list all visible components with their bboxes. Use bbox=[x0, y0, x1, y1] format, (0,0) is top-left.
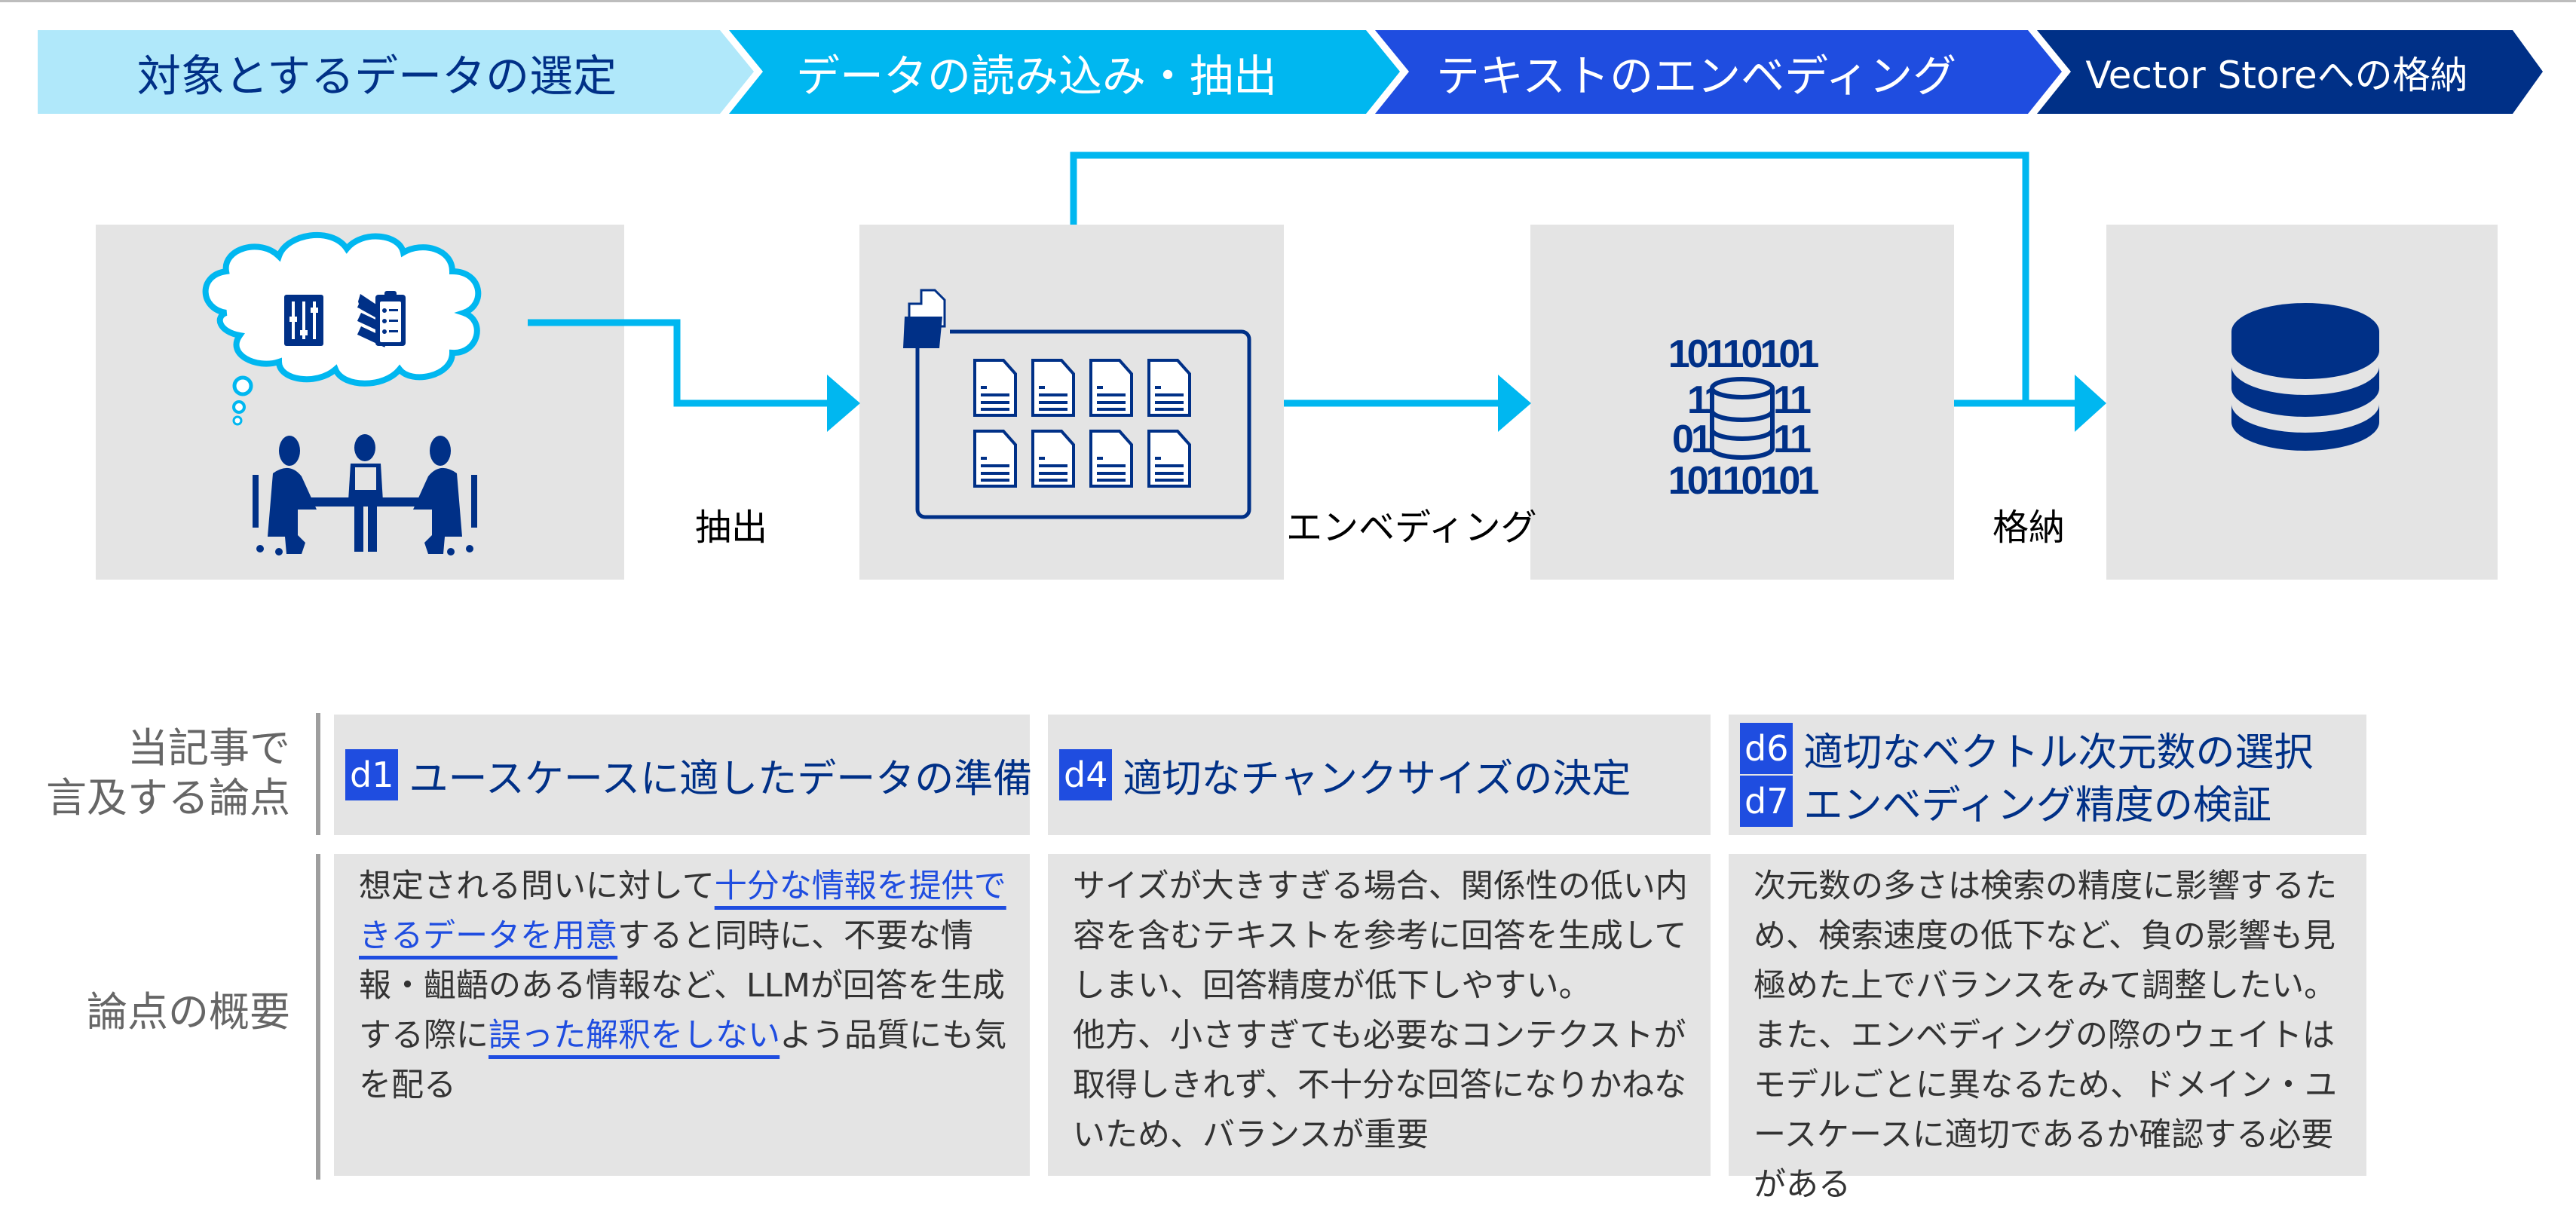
step-1-label: 対象とするデータの選定 bbox=[136, 50, 617, 102]
issue-title: 適切なベクトル次元数の選択 bbox=[1803, 730, 2314, 776]
binary-database-icon: 10110101 11 11 01 11 10110101 bbox=[1668, 332, 1822, 503]
arrowhead-extract bbox=[827, 375, 860, 432]
row-header-issues: 当記事で 言及する論点 bbox=[46, 724, 290, 823]
row-divider-summary bbox=[316, 854, 320, 1180]
step-3-shape bbox=[1375, 30, 2062, 114]
row-header-issues-line-2: 言及する論点 bbox=[46, 774, 290, 822]
step-1-shape bbox=[38, 30, 754, 114]
issue-badge: d4 bbox=[1059, 749, 1113, 800]
issue-item: d1 ユースケースに適したデータの準備 bbox=[345, 748, 1033, 802]
folder-documents-icon bbox=[903, 289, 1251, 519]
row-header-issues-line-1: 当記事で bbox=[127, 724, 290, 772]
document-icon bbox=[1031, 359, 1075, 417]
issue-item: d6 適切なベクトル次元数の選択 bbox=[1740, 722, 2366, 776]
summary-text: サイズが大きすぎる場合、関係性の低い内容を含むテキストを参考に回答を生成してしま… bbox=[1073, 862, 1688, 1160]
embedding-label: エンベディング bbox=[1286, 507, 1537, 549]
meeting-people-icon bbox=[253, 434, 477, 556]
row-divider-issues bbox=[316, 713, 320, 835]
summary-text: 想定される問いに対して十分な情報を提供できるデータを用意すると同時に、不要な情報… bbox=[359, 862, 1007, 1110]
binary-row-top: 10110101 bbox=[1668, 332, 1819, 376]
binary-left-2: 01 bbox=[1672, 418, 1712, 461]
summary-part: よう品質にも気を配る bbox=[359, 1017, 1007, 1104]
store-label: 格納 bbox=[1992, 507, 2066, 549]
connector-extract bbox=[528, 319, 829, 407]
top-border bbox=[0, 0, 2576, 2]
summary-part: 想定される問いに対して bbox=[359, 868, 715, 905]
step-3-label: テキストのエンベディング bbox=[1435, 50, 1957, 102]
extract-label: 抽出 bbox=[695, 507, 768, 549]
summary-paragraph: 他方、小さすぎても必要なコンテクストが取得しきれず、不十分な回答になりかねないた… bbox=[1073, 1017, 1686, 1154]
step-2-shape bbox=[729, 30, 1400, 114]
issue-badge: d6 bbox=[1740, 723, 1793, 774]
flow-diagram: 10110101 11 11 01 11 10110101 bbox=[202, 152, 2379, 556]
document-icon bbox=[973, 430, 1017, 488]
summary-paragraph: 次元数の多さは検索の精度に影響するため、検索速度の低下など、負の影響も見極めた上… bbox=[1754, 868, 2337, 1005]
step-4-label: Vector Storeへの格納 bbox=[2085, 53, 2468, 97]
issue-title: エンベディング精度の検証 bbox=[1803, 782, 2271, 828]
issue-badge: d7 bbox=[1740, 776, 1793, 827]
summary-part: すると同時に、不要な情報・齟齬のある情報など、LLMが回答を生成する際に bbox=[359, 917, 1005, 1054]
issue-item: d7 エンベディング精度の検証 bbox=[1740, 775, 2366, 828]
summary-paragraph: また、エンベディングの際のウェイトはモデルごとに異なるため、ドメイン・ユースケー… bbox=[1754, 1017, 2337, 1204]
issue-item: d4 適切なチャンクサイズの決定 bbox=[1059, 748, 1711, 802]
document-icon bbox=[1147, 430, 1191, 488]
summary-text: 次元数の多さは検索の精度に影響するため、検索速度の低下など、負の影響も見極めた上… bbox=[1754, 862, 2344, 1210]
document-icon bbox=[1089, 430, 1133, 488]
sliders-icon bbox=[284, 295, 323, 346]
arrowhead-embedding bbox=[1498, 375, 1531, 432]
thought-cloud-icon bbox=[202, 231, 482, 426]
issue-cell-1: d1 ユースケースに適したデータの準備 bbox=[334, 715, 1033, 835]
document-icon bbox=[1031, 430, 1075, 488]
arrowhead-store bbox=[2075, 375, 2106, 432]
row-header-summary: 論点の概要 bbox=[87, 988, 290, 1036]
summary-highlight: 十分な情報を提供できるデータを用意 bbox=[359, 868, 1006, 955]
summary-cell-3: 次元数の多さは検索の精度に影響するため、検索速度の低下など、負の影響も見極めた上… bbox=[1729, 854, 2366, 1204]
document-icon bbox=[1089, 359, 1133, 417]
clipboard-checklist-icon bbox=[375, 291, 406, 346]
connector-store bbox=[1070, 152, 2077, 407]
summary-cell-1: 想定される問いに対して十分な情報を提供できるデータを用意すると同時に、不要な情報… bbox=[334, 854, 1030, 1176]
issue-cell-2: d4 適切なチャンクサイズの決定 bbox=[1048, 715, 1711, 835]
document-icon bbox=[1147, 359, 1191, 417]
binary-row-bottom: 10110101 bbox=[1668, 459, 1819, 503]
issue-title: ユースケースに適したデータの準備 bbox=[409, 756, 1033, 802]
document-grid bbox=[973, 359, 1191, 488]
summary-paragraph: サイズが大きすぎる場合、関係性の低い内容を含むテキストを参考に回答を生成してしま… bbox=[1073, 868, 1688, 1005]
step-2-label: データの読み込み・抽出 bbox=[795, 50, 1277, 102]
binary-right-1: 11 bbox=[1773, 378, 1811, 422]
issue-cell-3: d6 適切なベクトル次元数の選択 d7 エンベディング精度の検証 bbox=[1729, 715, 2366, 835]
database-icon bbox=[2231, 303, 2379, 451]
summary-highlight: 誤った解釈をしない bbox=[489, 1017, 780, 1054]
issue-title: 適切なチャンクサイズの決定 bbox=[1123, 756, 1631, 802]
step-4-shape bbox=[2037, 30, 2543, 114]
summary-cell-2: サイズが大きすぎる場合、関係性の低い内容を含むテキストを参考に回答を生成してしま… bbox=[1048, 854, 1711, 1176]
issue-badge: d1 bbox=[345, 749, 399, 800]
document-icon bbox=[973, 359, 1017, 417]
process-steps bbox=[38, 30, 2543, 114]
binary-right-2: 11 bbox=[1773, 418, 1811, 461]
